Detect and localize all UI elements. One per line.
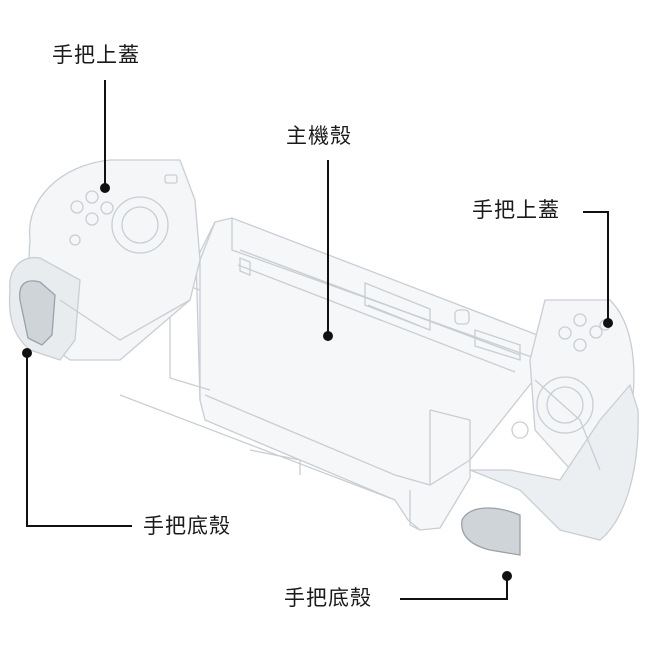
leader-lines [22,80,613,600]
right-grip-illustration [461,299,639,556]
leader-top-right [583,211,609,320]
leader-dot-bottom-left [22,348,32,358]
leader-dot-top-left [100,183,110,193]
label-top-right-grip-cover: 手把上蓋 [472,198,560,222]
label-main-shell: 主機殼 [286,124,352,148]
leader-dot-center [323,331,333,341]
leader-dot-bottom-right [502,571,512,581]
leader-bottom-right [400,579,508,600]
main-shell-illustration [119,217,541,531]
left-grip-illustration [8,159,201,361]
leader-dot-top-right [603,318,613,328]
leader-bottom-left [26,356,132,527]
label-top-left-grip-cover: 手把上蓋 [52,43,140,67]
label-bottom-left-grip-base: 手把底殼 [143,514,231,538]
label-bottom-right-grip-base: 手把底殼 [284,586,372,610]
